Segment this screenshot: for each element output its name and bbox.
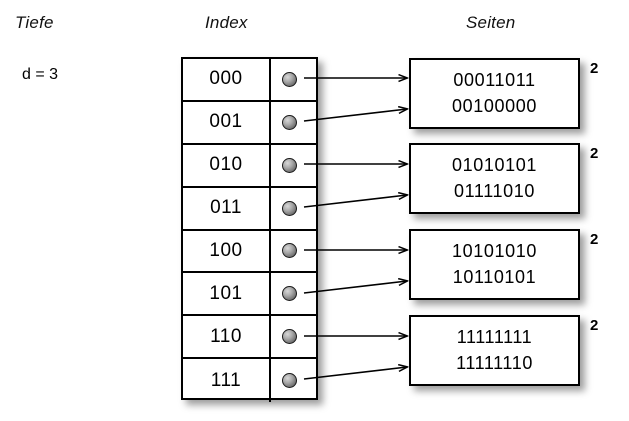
index-row-110[interactable]: 110 bbox=[183, 316, 316, 360]
arrow-101-to-page-3 bbox=[303, 281, 407, 294]
index-key-label: 010 bbox=[183, 144, 271, 186]
page-box-2[interactable]: 01010101 01111010 bbox=[409, 143, 580, 214]
page-record: 00011011 bbox=[453, 69, 536, 90]
index-row-111[interactable]: 111 bbox=[183, 359, 316, 402]
page-local-depth-3: 2 bbox=[590, 231, 599, 248]
index-directory-table: 000 001 010 011 100 bbox=[181, 57, 318, 402]
index-pointer-cell[interactable] bbox=[271, 188, 316, 229]
index-key-label: 000 bbox=[183, 59, 271, 100]
index-pointer-cell[interactable] bbox=[271, 102, 316, 143]
page-record: 11111110 bbox=[456, 352, 533, 373]
page-box-1[interactable]: 00011011 00100000 bbox=[409, 58, 580, 129]
index-row-100[interactable]: 100 bbox=[183, 230, 316, 274]
column-heading-pages: Seiten bbox=[466, 13, 516, 32]
pointer-dot-icon bbox=[282, 200, 297, 216]
page-record: 10101010 bbox=[452, 240, 537, 261]
page-record: 01111010 bbox=[454, 180, 535, 201]
pointer-dot-icon bbox=[282, 157, 297, 173]
page-box-3[interactable]: 10101010 10110101 bbox=[409, 229, 580, 300]
pointer-dot-icon bbox=[282, 114, 297, 130]
column-heading-depth: Tiefe bbox=[15, 13, 54, 32]
index-key-label: 100 bbox=[183, 230, 271, 272]
index-row-101[interactable]: 101 bbox=[183, 273, 316, 317]
pointer-dot-icon bbox=[282, 243, 297, 259]
page-local-depth-1: 2 bbox=[590, 60, 599, 77]
index-pointer-cell[interactable] bbox=[271, 359, 316, 402]
pointer-dot-icon bbox=[282, 373, 297, 389]
index-key-label: 011 bbox=[183, 187, 271, 229]
page-record: 11111111 bbox=[456, 326, 533, 347]
page-local-depth-4: 2 bbox=[590, 317, 599, 334]
page-record: 01010101 bbox=[452, 154, 537, 175]
index-key-label: 001 bbox=[183, 101, 271, 143]
column-heading-index: Index bbox=[205, 13, 248, 32]
index-pointer-cell[interactable] bbox=[271, 59, 316, 100]
pointer-dot-icon bbox=[282, 329, 297, 345]
index-row-010[interactable]: 010 bbox=[183, 144, 316, 188]
index-pointer-cell[interactable] bbox=[271, 145, 316, 186]
arrow-111-to-page-4 bbox=[303, 367, 407, 380]
index-pointer-cell[interactable] bbox=[271, 231, 316, 272]
index-key-label: 110 bbox=[183, 316, 271, 358]
page-record: 10110101 bbox=[452, 266, 537, 287]
index-pointer-cell[interactable] bbox=[271, 316, 316, 357]
arrow-011-to-page-2 bbox=[303, 195, 407, 208]
page-box-4[interactable]: 11111111 11111110 bbox=[409, 315, 580, 386]
index-row-011[interactable]: 011 bbox=[183, 187, 316, 231]
page-local-depth-2: 2 bbox=[590, 145, 599, 162]
global-depth-label: d = 3 bbox=[22, 66, 59, 83]
index-row-001[interactable]: 001 bbox=[183, 101, 316, 145]
index-pointer-cell[interactable] bbox=[271, 273, 316, 314]
index-key-label: 101 bbox=[183, 273, 271, 315]
pointer-dot-icon bbox=[282, 71, 297, 87]
page-record: 00100000 bbox=[452, 95, 537, 116]
index-row-000[interactable]: 000 bbox=[183, 59, 316, 102]
pointer-dot-icon bbox=[282, 286, 297, 302]
index-key-label: 111 bbox=[183, 359, 271, 402]
arrow-001-to-page-1 bbox=[303, 109, 407, 122]
